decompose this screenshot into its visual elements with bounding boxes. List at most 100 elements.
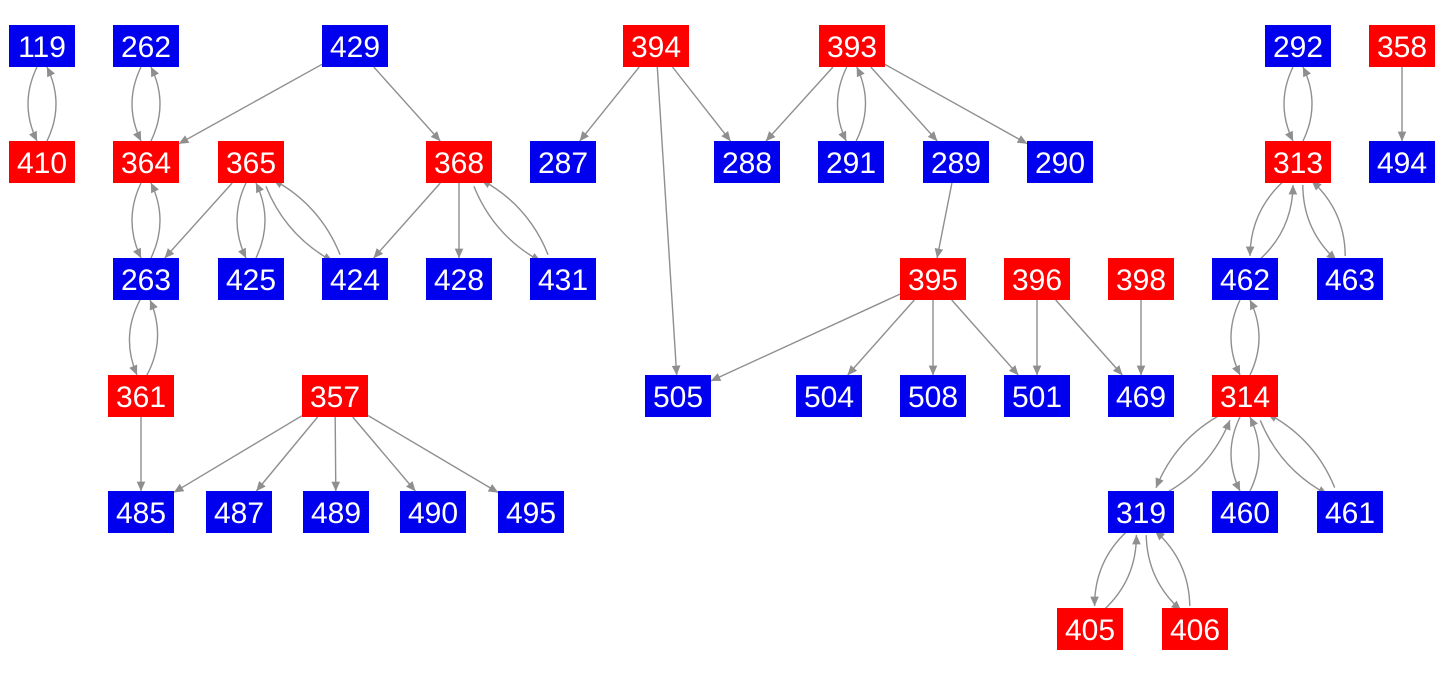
node-504: 504 <box>796 375 862 417</box>
node-487: 487 <box>206 491 272 533</box>
node-label-361: 361 <box>116 381 166 414</box>
node-box-394 <box>623 25 689 67</box>
node-428: 428 <box>426 258 492 300</box>
edge-460-314 <box>1249 416 1260 492</box>
node-box-428 <box>426 258 492 300</box>
edge-365-263 <box>164 182 233 259</box>
node-box-508 <box>900 375 966 417</box>
node-314: 314 <box>1212 375 1278 417</box>
edge-263-361 <box>128 299 141 376</box>
node-292: 292 <box>1265 25 1331 67</box>
edge-463-313 <box>1311 180 1346 257</box>
edge-394-288 <box>671 66 732 142</box>
node-label-406: 406 <box>1170 614 1220 647</box>
edge-395-505 <box>710 293 901 382</box>
node-box-395 <box>900 258 966 300</box>
node-label-505: 505 <box>653 381 703 414</box>
node-box-364 <box>113 141 179 183</box>
node-box-289 <box>923 141 989 183</box>
edge-layer <box>27 63 1407 611</box>
node-box-119 <box>9 25 75 67</box>
node-290: 290 <box>1027 141 1093 183</box>
node-485: 485 <box>108 491 174 533</box>
node-label-508: 508 <box>908 381 958 414</box>
edge-424-365 <box>273 179 341 255</box>
node-label-504: 504 <box>804 381 854 414</box>
edge-462-313 <box>1258 184 1298 261</box>
node-label-405: 405 <box>1065 614 1115 647</box>
node-469: 469 <box>1108 375 1174 417</box>
node-365: 365 <box>218 141 284 183</box>
node-box-504 <box>796 375 862 417</box>
edge-405-319 <box>1103 534 1141 611</box>
node-label-287: 287 <box>538 147 588 180</box>
edge-393-289 <box>870 66 938 142</box>
edge-429-364 <box>178 63 323 145</box>
node-label-429: 429 <box>330 31 380 64</box>
node-505: 505 <box>645 375 711 417</box>
node-label-394: 394 <box>631 31 681 64</box>
node-495: 495 <box>498 491 564 533</box>
node-463: 463 <box>1317 258 1383 300</box>
edge-119-410 <box>27 66 38 142</box>
edge-314-460 <box>1230 416 1241 492</box>
edge-364-263 <box>131 182 142 259</box>
node-box-405 <box>1057 608 1123 650</box>
edge-357-495 <box>367 414 499 494</box>
edge-368-424 <box>373 182 441 259</box>
node-319: 319 <box>1108 491 1174 533</box>
edge-365-425 <box>236 182 247 259</box>
node-357: 357 <box>302 375 368 417</box>
edge-319-406 <box>1145 535 1182 611</box>
edge-429-368 <box>373 66 441 142</box>
node-label-289: 289 <box>931 147 981 180</box>
node-287: 287 <box>530 141 596 183</box>
node-label-461: 461 <box>1325 497 1375 530</box>
edge-314-319 <box>1155 413 1223 488</box>
node-508: 508 <box>900 375 966 417</box>
edge-406-319 <box>1154 530 1191 606</box>
edge-393-288 <box>765 66 834 142</box>
edge-292-313 <box>1283 66 1294 142</box>
edge-357-487 <box>255 416 319 492</box>
edge-357-490 <box>352 416 416 492</box>
node-label-357: 357 <box>310 381 360 414</box>
node-489: 489 <box>303 491 369 533</box>
node-label-428: 428 <box>434 264 484 297</box>
edge-394-505 <box>656 66 681 376</box>
edge-314-462 <box>1249 299 1260 376</box>
node-box-287 <box>530 141 596 183</box>
node-label-314: 314 <box>1220 381 1270 414</box>
node-box-505 <box>645 375 711 417</box>
node-box-501 <box>1004 375 1070 417</box>
node-box-406 <box>1162 608 1228 650</box>
node-label-425: 425 <box>226 264 276 297</box>
node-box-489 <box>303 491 369 533</box>
edge-395-504 <box>847 299 915 376</box>
node-box-494 <box>1369 141 1435 183</box>
node-label-495: 495 <box>506 497 556 530</box>
node-box-314 <box>1212 375 1278 417</box>
edge-410-119 <box>46 66 57 142</box>
node-box-292 <box>1265 25 1331 67</box>
node-label-393: 393 <box>827 31 877 64</box>
node-label-431: 431 <box>538 264 588 297</box>
node-406: 406 <box>1162 608 1228 650</box>
edge-313-463 <box>1302 184 1337 261</box>
node-label-469: 469 <box>1116 381 1166 414</box>
node-313: 313 <box>1265 141 1331 183</box>
node-501: 501 <box>1004 375 1070 417</box>
node-410: 410 <box>9 141 75 183</box>
node-box-291 <box>818 141 884 183</box>
node-119: 119 <box>9 25 75 67</box>
edge-263-364 <box>150 182 161 259</box>
edge-313-462 <box>1245 180 1285 257</box>
node-label-489: 489 <box>311 497 361 530</box>
edge-262-364 <box>131 66 142 142</box>
node-405: 405 <box>1057 608 1123 650</box>
node-box-365 <box>218 141 284 183</box>
node-label-364: 364 <box>121 147 171 180</box>
node-label-424: 424 <box>330 264 380 297</box>
node-label-487: 487 <box>214 497 264 530</box>
edge-319-405 <box>1090 530 1128 607</box>
